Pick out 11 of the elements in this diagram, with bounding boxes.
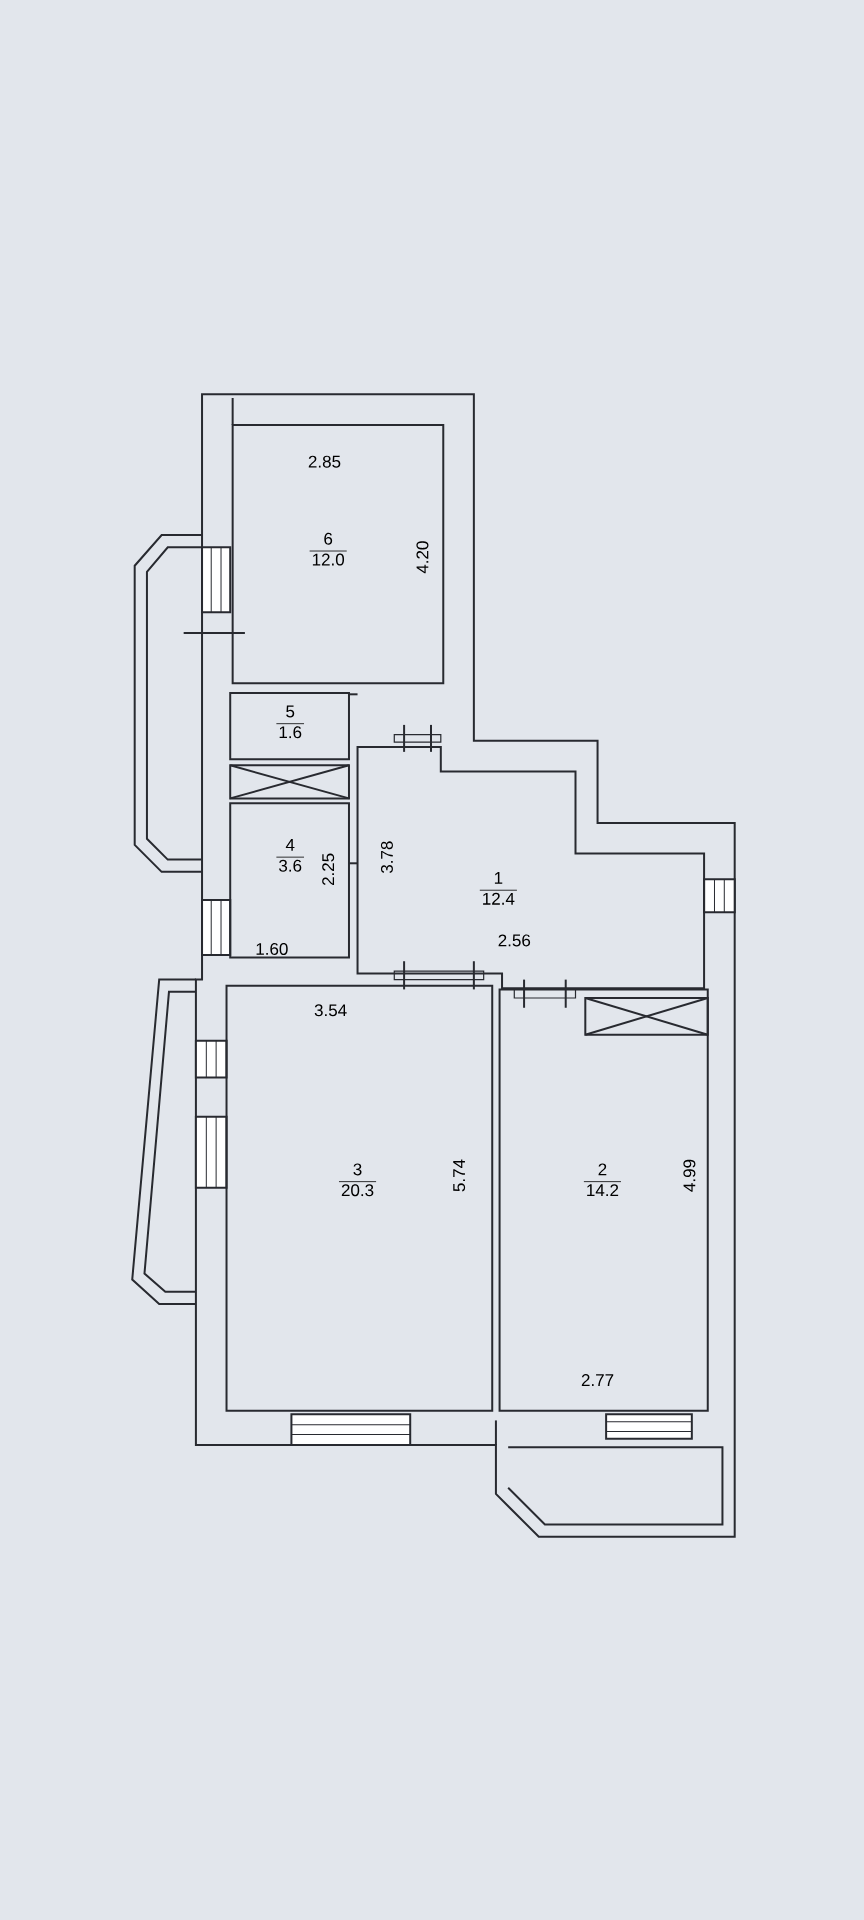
- room: 5 1.6: [229, 692, 350, 761]
- dimension-label: 2.25: [321, 853, 334, 886]
- dimension-label: 5.74: [453, 1159, 465, 1192]
- dimension-label: 2.77: [581, 1374, 613, 1386]
- dimension-label: 3.78: [380, 841, 393, 874]
- dimension-label: 4.99: [683, 1159, 696, 1192]
- dimension-label: 3.54: [314, 1004, 347, 1017]
- dimension-label: 2.56: [498, 934, 530, 947]
- dimension-label: 4.20: [416, 541, 429, 574]
- dimension-label: 1.60: [256, 943, 288, 955]
- dimension-label: 2.85: [308, 455, 341, 468]
